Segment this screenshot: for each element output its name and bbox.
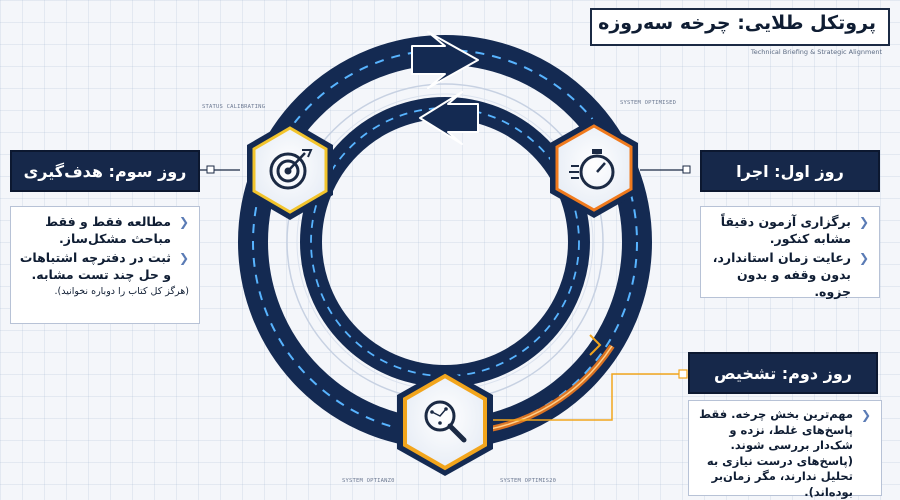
- connector-node: [678, 369, 688, 379]
- inner-guide-ring-2: [296, 93, 594, 391]
- page-title: پروتکل طلایی: چرخه سه‌روزه: [590, 8, 890, 46]
- chevron-icon: ❮: [858, 251, 869, 265]
- status-label-bottom-left: SYSTEM OPTIANZ0: [342, 478, 395, 484]
- stopwatch-icon: [569, 149, 615, 190]
- chevron-icon: ❮: [860, 408, 871, 422]
- day2-card: ❮مهم‌ترین بخش چرخه. فقط پاسخ‌های غلط، نز…: [688, 400, 882, 499]
- list-item: ❮مهم‌ترین بخش چرخه. فقط پاسخ‌های غلط، نز…: [699, 407, 871, 499]
- connector-node: [682, 165, 691, 174]
- outer-arrow-head: [411, 31, 479, 89]
- list-item: ❮برگزاری آزمون دقیقاً مشابه کنکور.: [720, 214, 869, 246]
- status-label-top-right: SYSTEM OPTIMISED: [620, 100, 677, 106]
- list-item: ❮مطالعه فقط و فقط مباحث مشکل‌ساز.: [45, 214, 189, 246]
- inner-road: [300, 97, 590, 387]
- day3-note: (هرگز کل کتاب را دوباره نخوانید).: [54, 286, 189, 297]
- day3-card: ❮مطالعه فقط و فقط مباحث مشکل‌ساز. ❮ثبت د…: [10, 206, 200, 324]
- day3-points: ❮مطالعه فقط و فقط مباحث مشکل‌ساز. ❮ثبت د…: [19, 213, 189, 283]
- day3-hex-badge: [247, 120, 333, 220]
- connector-day2: [492, 373, 685, 421]
- inner-arrow-head: [419, 91, 479, 145]
- connector-node: [206, 165, 215, 174]
- chevron-icon: ❮: [178, 251, 189, 265]
- day2-hex-badge: [397, 368, 493, 476]
- magnifier-icon: [424, 400, 467, 443]
- chevron-icon: ❮: [178, 215, 189, 229]
- day3-title: روز سوم: هدف‌گیری: [10, 150, 200, 192]
- status-label-bottom-right: SYSTEM OPTIMIS20: [500, 478, 557, 484]
- day1-title: روز اول: اجرا: [700, 150, 880, 192]
- list-item: ❮رعایت زمان استاندارد، بدون وقفه و بدون …: [712, 250, 869, 299]
- target-icon: [269, 149, 313, 190]
- chevron-marker-icon: [589, 334, 602, 356]
- day1-points: ❮برگزاری آزمون دقیقاً مشابه کنکور. ❮رعای…: [709, 213, 869, 300]
- day2-points: ❮مهم‌ترین بخش چرخه. فقط پاسخ‌های غلط، نز…: [697, 407, 871, 500]
- page-subtitle: Technical Briefing & Strategic Alignment: [750, 48, 882, 56]
- status-label-top-left: STATUS CALIBRATING: [202, 104, 266, 110]
- day1-card: ❮برگزاری آزمون دقیقاً مشابه کنکور. ❮رعای…: [700, 206, 880, 300]
- list-item: ❮ثبت در دفترچه اشتباهات و حل چند تست مشا…: [19, 250, 189, 282]
- chevron-icon: ❮: [858, 215, 869, 229]
- day2-title: روز دوم: تشخیص: [688, 352, 878, 394]
- day1-hex-badge: [550, 118, 638, 218]
